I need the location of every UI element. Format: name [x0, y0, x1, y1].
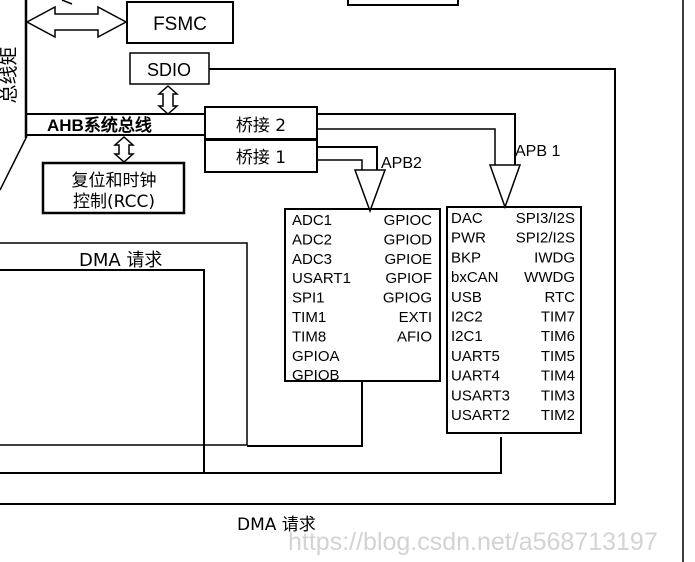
apb2-peripheral-usart1: USART1 — [292, 270, 351, 287]
apb2-peripheral-gpiob: GPIOB — [292, 367, 340, 384]
sdio-dma-line — [0, 68, 616, 505]
apb1-peripheral-i2c2: I2C2 — [451, 309, 483, 326]
apb1-peripheral-dac: DAC — [451, 210, 483, 227]
bridge1-box — [204, 139, 318, 173]
apb2-peripheral-spi1: SPI1 — [292, 290, 325, 307]
fsmc-box — [126, 1, 234, 44]
apb2-peripheral-adc3: ADC3 — [292, 251, 332, 268]
apb1-peripheral-bxcan: bxCAN — [451, 269, 499, 286]
apb1-peripheral-spi2-i2s: SPI2/I2S — [516, 230, 575, 247]
dma-line-inner — [0, 269, 205, 472]
apb1-peripheral-box — [446, 206, 582, 434]
apb1-peripheral-i2c1: I2C1 — [451, 328, 483, 345]
apb1-left-column: DAC PWR BKP bxCAN USB I2C2I2C1UART5UART4USART… — [451, 210, 510, 424]
apb1-peripheral-tim2: TIM2 — [541, 407, 575, 424]
bridge1-label: 桥接 1 — [236, 148, 286, 168]
apb1-peripheral-wwdg: WWDG — [524, 269, 575, 286]
apb2-peripheral-gpiod: GPIOD — [384, 231, 433, 248]
apb1-peripheral-tim7: TIM7 — [541, 309, 575, 326]
bus-matrix-diagonal — [0, 137, 27, 191]
apb2-peripheral-exti: EXTI — [399, 309, 432, 326]
apb1-peripheral-bkp: BKP — [451, 249, 481, 266]
apb1-peripheral-tim3: TIM3 — [541, 387, 575, 404]
apb1-peripheral-uart5: UART5 — [451, 348, 500, 365]
apb2-label: APB2 — [381, 155, 422, 172]
apb1-peripheral-pwr: PWR — [451, 230, 486, 247]
apb1-peripheral-rtc: RTC — [544, 289, 575, 306]
apb1-peripheral-tim5: TIM5 — [541, 348, 575, 365]
apb2-peripheral-gpioc: GPIOC — [384, 212, 433, 229]
bridge2-label: 桥接 2 — [236, 116, 286, 136]
apb2-dma-line — [247, 381, 363, 447]
dma-line-outer — [0, 242, 248, 446]
apb1-bus-line-b — [317, 128, 496, 165]
apb2-peripheral-gpioe: GPIOE — [384, 251, 432, 268]
fsmc-double-arrow — [25, 5, 128, 39]
rcc-box — [41, 161, 186, 215]
apb1-peripheral-uart4: UART4 — [451, 368, 500, 385]
apb1-peripheral-iwdg: IWDG — [534, 249, 575, 266]
apb1-peripheral-usart3: USART3 — [451, 387, 510, 404]
apb1-label: APB 1 — [515, 143, 560, 160]
apb1-dma-line — [0, 437, 502, 474]
apb2-peripheral-adc2: ADC2 — [292, 231, 332, 248]
apb1-peripheral-tim4: TIM4 — [541, 368, 575, 385]
apb2-arrowhead — [353, 169, 387, 214]
apb2-peripheral-tim1: TIM1 — [292, 309, 326, 326]
rcc-label-line1: 复位和时钟 — [72, 171, 157, 191]
sdio-label: SDIO — [147, 60, 191, 80]
apb1-peripheral-spi3-i2s: SPI3/I2S — [516, 210, 575, 227]
apb2-peripheral-tim8: TIM8 — [292, 328, 326, 345]
apb1-peripheral-usb: USB — [451, 289, 482, 306]
apb2-peripheral-gpiof: GPIOF — [385, 270, 432, 287]
apb1-right-column: SPI3/I2S SPI2/I2S IWDG WWDG RTC TIM7TIM6TIM5T… — [516, 210, 575, 424]
dma-request-top-label: DMA 请求 — [79, 250, 162, 271]
apb1-peripheral-tim6: TIM6 — [541, 328, 575, 345]
watermark: https://blog.csdn.net/a568713197 — [288, 528, 658, 556]
sdio-ahb-double-arrow — [157, 84, 179, 116]
ahb-bus-label: AHB系统总线 — [47, 115, 152, 135]
apb2-peripheral-afio: AFIO — [397, 328, 432, 345]
apb2-peripheral-gpiog: GPIOG — [383, 290, 432, 307]
fsmc-label: FSMC — [153, 14, 207, 35]
apb1-peripheral-usart2: USART2 — [451, 407, 510, 424]
apb2-bus-line-a — [317, 146, 378, 170]
bus-matrix-label: 总线矩 — [0, 46, 20, 103]
top-box-fragment — [347, 0, 459, 6]
dma-request-bottom-label: DMA 请求 — [237, 515, 316, 535]
apb2-right-column: GPIOC GPIOD GPIOE GPIOF GPIOG EXTI AFIO — [383, 212, 432, 345]
apb2-bus-line-b — [317, 159, 363, 170]
ahb-rcc-double-arrow — [113, 135, 135, 164]
apb2-peripheral-adc1: ADC1 — [292, 212, 332, 229]
rcc-label-line2: 控制(RCC) — [73, 192, 155, 212]
apb1-arrowhead — [488, 164, 522, 210]
top-arrow-fragment — [61, 0, 73, 5]
apb1-bus-line-a — [317, 113, 516, 165]
apb2-peripheral-gpioa: GPIOA — [292, 348, 340, 365]
